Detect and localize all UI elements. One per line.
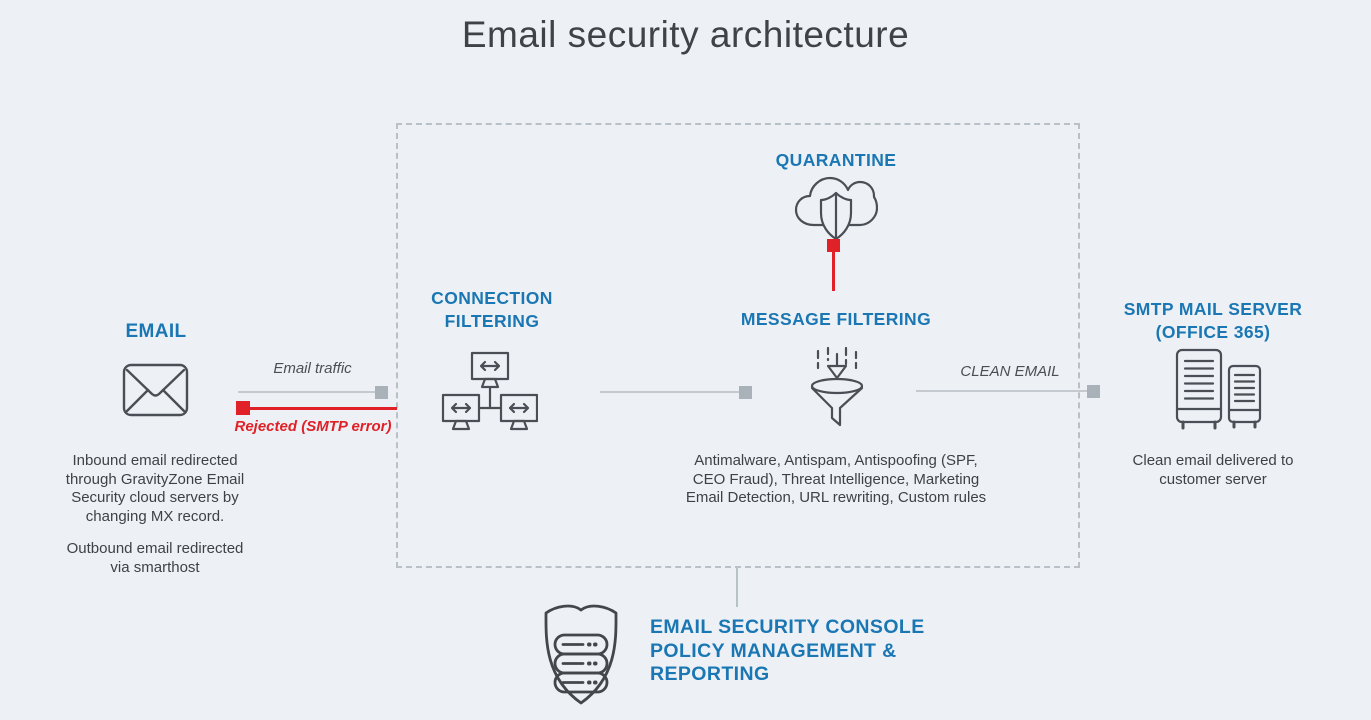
email-inbound-description: Inbound email redirected through Gravity… xyxy=(65,452,245,525)
smtp-server-description: Clean email delivered to customer server xyxy=(1132,452,1294,488)
console-label-line3: REPORTING xyxy=(650,663,770,685)
network-monitors-icon xyxy=(441,351,538,431)
email-node-label: EMAIL xyxy=(125,321,187,342)
quarantine-flow-arrow-end xyxy=(827,239,840,252)
email-outbound-description: Outbound email redirected via smarthost xyxy=(66,540,244,576)
console-label-line2: POLICY MANAGEMENT & xyxy=(650,639,897,662)
connection-to-message-flow-line xyxy=(600,391,746,393)
email-traffic-flow-label: Email traffic xyxy=(273,360,352,377)
connection-filtering-label: CONNECTION FILTERING xyxy=(402,287,582,333)
quarantine-flow-line xyxy=(832,252,835,291)
cloud-shield-icon xyxy=(794,176,878,240)
console-connector-line xyxy=(736,566,738,607)
email-traffic-flow-line xyxy=(238,391,383,393)
console-label-line1: EMAIL SECURITY CONSOLE xyxy=(650,616,925,638)
clean-email-flow-label: CLEAN EMAIL xyxy=(960,363,1060,380)
message-filtering-label: MESSAGE FILTERING xyxy=(740,309,932,329)
connection-filtering-label-line1: CONNECTION xyxy=(431,288,553,308)
funnel-icon xyxy=(810,346,864,427)
console-label: EMAIL SECURITY CONSOLE POLICY MANAGEMENT… xyxy=(650,616,950,687)
clean-email-flow-line xyxy=(916,390,1088,392)
message-filtering-description: Antimalware, Antispam, Antispoofing (SPF… xyxy=(685,452,987,506)
clean-email-arrow-end xyxy=(1087,385,1100,398)
smtp-server-label-line2: (OFFICE 365) xyxy=(1155,322,1271,342)
rejected-flow-line xyxy=(250,407,397,410)
server-towers-icon xyxy=(1175,348,1262,430)
envelope-icon xyxy=(122,363,189,417)
shield-database-icon xyxy=(544,604,618,705)
smtp-server-label-line1: SMTP MAIL SERVER xyxy=(1123,299,1303,319)
connection-to-message-arrow-end xyxy=(739,386,752,399)
rejected-flow-arrow-end xyxy=(236,401,250,415)
email-traffic-flow-arrow-end xyxy=(375,386,388,399)
rejected-flow-label: Rejected (SMTP error) xyxy=(234,418,392,435)
quarantine-label: QUARANTINE xyxy=(775,150,897,170)
connection-filtering-label-line2: FILTERING xyxy=(444,311,540,331)
cloud-zone-boundary xyxy=(396,123,1080,568)
page-title: Email security architecture xyxy=(461,14,910,55)
smtp-server-label: SMTP MAIL SERVER (OFFICE 365) xyxy=(1110,298,1316,344)
